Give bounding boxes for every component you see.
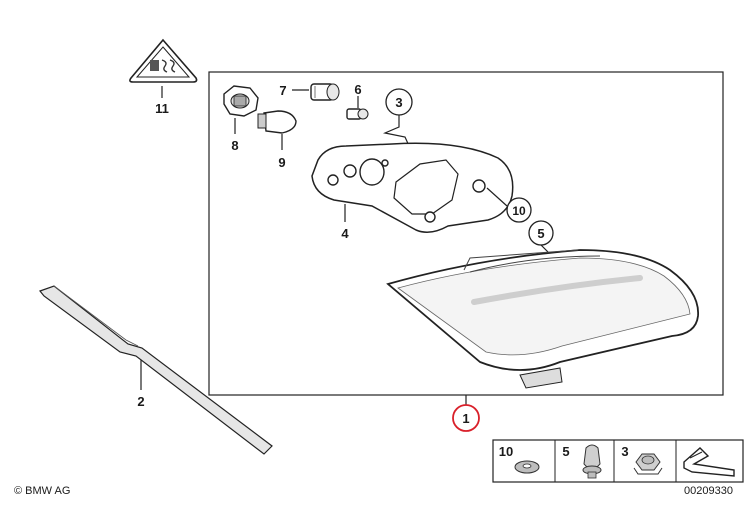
bulb-9-icon — [257, 110, 297, 134]
callout-4: 4 — [341, 226, 349, 241]
clip-nut-icon — [582, 444, 602, 479]
washer-icon — [514, 460, 540, 474]
callout-circle-10 — [506, 197, 532, 223]
callout-10: 10 — [512, 204, 526, 218]
legend-label-10: 10 — [499, 444, 513, 459]
callout-5: 5 — [537, 226, 544, 241]
callout-3: 3 — [395, 95, 402, 110]
bulb-socket-icon — [223, 85, 259, 117]
callout-2: 2 — [137, 394, 144, 409]
legend-label-3: 3 — [621, 444, 628, 459]
callout-11: 11 — [155, 101, 169, 116]
callout-8: 8 — [231, 138, 238, 153]
hardware-legend: 10 5 3 — [492, 439, 744, 483]
leader-3 — [382, 115, 411, 149]
legend-label-5: 5 — [562, 444, 569, 459]
bulb-7-icon — [310, 83, 340, 101]
arrow-reference-icon — [683, 447, 735, 477]
callout-6: 6 — [354, 82, 361, 97]
callout-1: 1 — [462, 411, 469, 426]
bulb-6-icon — [346, 108, 369, 120]
callout-7: 7 — [279, 83, 286, 98]
bulb-carrier-icon — [311, 142, 514, 233]
diagram-number: 00209330 — [684, 485, 733, 497]
callout-circle-1 — [452, 404, 480, 432]
warning-label-icon — [129, 38, 198, 83]
hex-nut-icon — [633, 453, 663, 475]
leader-5 — [540, 244, 549, 253]
callout-9: 9 — [278, 155, 285, 170]
leader-10 — [486, 187, 508, 207]
copyright-text: © BMW AG — [14, 485, 70, 497]
seal-strip-icon — [39, 285, 273, 455]
tail-light-housing-icon — [386, 249, 699, 389]
